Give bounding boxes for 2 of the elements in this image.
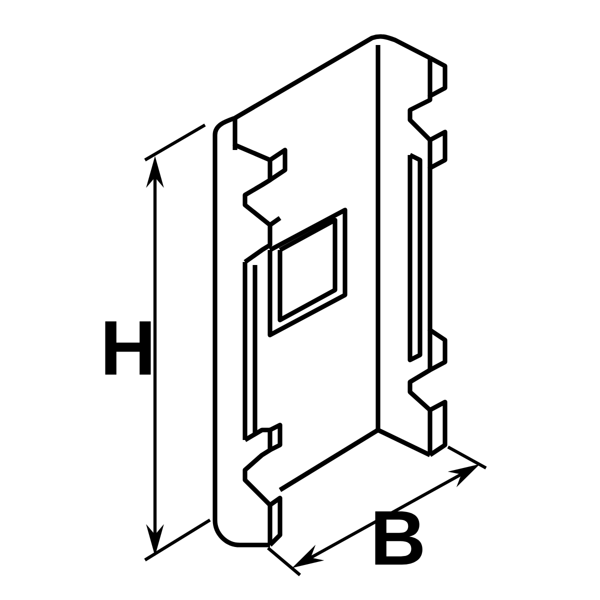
dimension-label: H bbox=[105, 321, 151, 375]
dimension-label: B bbox=[375, 511, 422, 565]
